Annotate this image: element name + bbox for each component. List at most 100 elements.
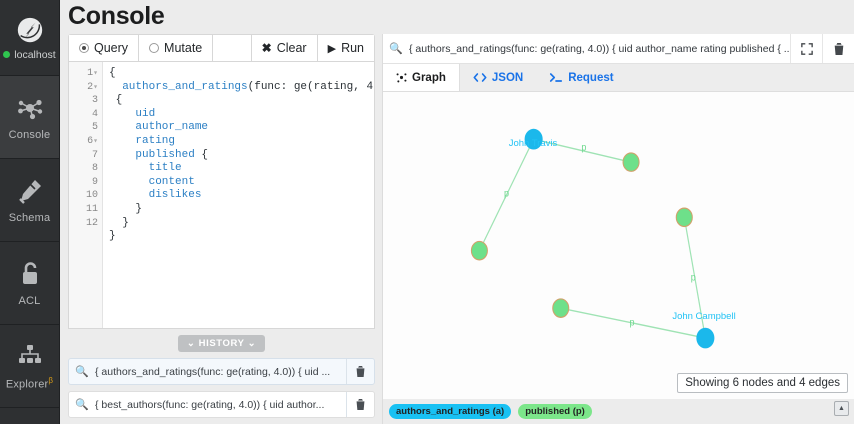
sidebar-item-label-schema: Schema [8,211,51,224]
graph-edge-label: p [504,188,509,200]
graph-node[interactable] [552,298,570,318]
result-panel: 🔍 { authors_and_ratings(func: ge(rating,… [382,34,854,424]
graph-icon [396,72,407,83]
tab-json[interactable]: JSON [460,64,536,91]
content-split: Query Mutate ✖ Clear ▶ Run [60,34,854,424]
fullscreen-icon[interactable] [790,34,822,63]
editor-line[interactable]: { [109,67,116,79]
editor-line-number: 10 [85,190,98,202]
legend-chip-authors[interactable]: authors_and_ratings (a) [389,404,512,419]
editor-line-number: 7 [91,149,98,161]
editor-line[interactable]: } [109,216,129,229]
editor-line-number: 9 [91,176,98,188]
history-item[interactable]: 🔍 { best_authors(func: ge(rating, 4.0)) … [68,391,375,418]
toolbar-spacer [213,35,252,61]
play-icon: ▶ [327,42,337,55]
editor-line[interactable]: } [109,202,143,215]
editor-line-number: 2▾ [87,81,98,93]
editor-line[interactable]: content [148,175,195,188]
tab-request-label: Request [568,71,614,84]
status-badge: Showing 6 nodes and 4 edges [677,373,848,393]
editor-line[interactable]: dislikes [148,189,202,202]
sidebar-item-label-explorer: Explorerβ [5,376,54,391]
graph-edge-label: p [691,272,696,284]
result-query-text: { authors_and_ratings(func: ge(rating, 4… [409,42,790,55]
sidebar-item-label-console: Console [8,128,51,141]
editor-line[interactable]: rating [135,134,176,147]
brand-block[interactable]: localhost [0,0,59,76]
trash-icon[interactable] [822,34,854,63]
query-toolbar: Query Mutate ✖ Clear ▶ Run [68,34,375,62]
query-panel: Query Mutate ✖ Clear ▶ Run [68,34,375,424]
editor-line-number: 3 [91,95,98,107]
graph-node[interactable] [675,207,693,228]
editor-line[interactable]: } [109,230,116,243]
sidebar-item-schema[interactable]: Schema [0,159,59,242]
graph-hub-icon [15,94,45,122]
search-icon: 🔍 [389,43,403,55]
graph-node[interactable] [622,152,640,172]
main-area: Console Query Mutate ✖ Clear [60,0,854,424]
radio-selected-icon [79,43,89,53]
editor-line[interactable]: authors_and_ratings(func: ge(rating, 4.0… [122,80,374,93]
page-title: Console [68,2,165,30]
mutate-mode-label: Mutate [164,41,203,55]
sidebar: localhost Console [0,0,60,424]
sidebar-item-explorer[interactable]: Explorerβ [0,325,59,408]
sidebar-item-console[interactable]: Console [0,76,59,159]
query-mode-radio[interactable]: Query [69,35,140,61]
sidebar-item-acl[interactable]: ACL [0,242,59,325]
history-item[interactable]: 🔍 { authors_and_ratings(func: ge(rating,… [68,358,375,385]
graph-edge[interactable] [560,307,706,339]
tab-json-label: JSON [491,71,524,84]
graph-edge[interactable] [478,138,535,252]
editor-line[interactable]: author_name [135,121,209,134]
editor-line-number: 11 [85,203,98,215]
editor-line-number: 1▾ [87,68,98,79]
history-item-text: { best_authors(func: ge(rating, 4.0)) { … [95,398,325,411]
editor-code[interactable]: { authors_and_ratings(func: ge(rating, 4… [103,62,374,328]
trash-icon[interactable] [346,392,374,417]
brand-label: localhost [14,48,56,61]
dgraph-logo-icon [15,15,45,45]
result-tabs: Graph JSON [383,64,854,92]
radio-empty-icon [149,43,160,53]
graph-node[interactable] [470,240,488,261]
editor-line-number: 12 [85,217,98,229]
editor-line[interactable]: uid [135,107,156,120]
terminal-icon [549,72,563,83]
editor-line[interactable]: { [109,94,123,107]
mutate-mode-radio[interactable]: Mutate [139,35,214,61]
tab-graph[interactable]: Graph [383,64,460,91]
arrow-up-icon[interactable]: ▲ [834,401,849,416]
sitemap-icon [15,341,45,369]
trash-icon[interactable] [346,359,374,384]
history-toggle-button[interactable]: ⌄ HISTORY ⌄ [177,335,266,352]
search-icon: 🔍 [75,366,89,378]
sidebar-item-label-acl: ACL [18,294,41,307]
editor-line-number: 5 [91,122,98,134]
query-mode-label: Query [94,41,129,55]
legend-chip-published[interactable]: published (p) [518,404,592,419]
run-button[interactable]: ▶ Run [317,35,374,61]
connection-status-dot [3,51,11,58]
editor-line[interactable]: title [148,162,182,175]
graph-edge[interactable] [533,138,632,163]
editor-line-number: 6▾ [87,135,98,147]
clear-button[interactable]: ✖ Clear [251,35,318,61]
graph-edge[interactable] [683,217,706,339]
graph-node-label: John Campbell [672,311,736,322]
search-icon: 🔍 [75,399,89,411]
tab-request[interactable]: Request [536,64,626,91]
graph-node[interactable] [524,128,543,150]
pencil-ruler-icon [15,177,45,205]
editor-line[interactable]: published { [135,148,209,161]
graph-edge-label: p [581,142,586,154]
history-item-text: { authors_and_ratings(func: ge(rating, 4… [95,365,331,378]
clear-label: Clear [276,41,307,55]
graph-node[interactable] [696,327,715,349]
